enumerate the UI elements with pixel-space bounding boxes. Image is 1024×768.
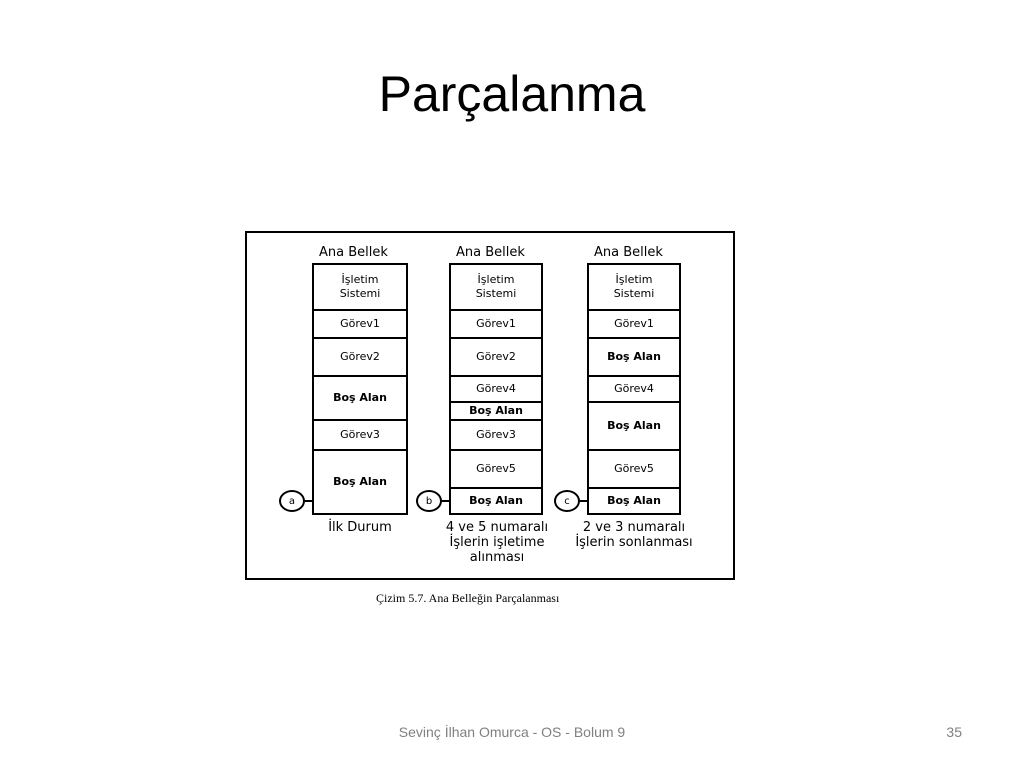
column-c-block: Görev1 [589,309,679,337]
column-c-block-label: Görev4 [614,382,654,395]
column-b-block: Görev3 [451,419,541,449]
column-b-block: Görev5 [451,449,541,487]
column-b-block: Görev2 [451,337,541,375]
column-a-block: Boş Alan [314,375,406,419]
column-c-header: Ana Bellek [594,245,663,260]
column-c-block: Görev5 [589,449,679,487]
column-c-block-label: Boş Alan [607,494,661,507]
column-b-marker-line [442,500,450,502]
column-b-block: Görev4 [451,375,541,401]
column-b-block-label: Görev4 [476,382,516,395]
column-c-block-label: Boş Alan [607,419,661,432]
column-a-block-label: Boş Alan [333,391,387,404]
column-a-block: Görev2 [314,337,406,375]
column-c-marker-line [580,500,588,502]
column-a-block-label: Görev1 [340,317,380,330]
slide-title: Parçalanma [378,66,646,122]
column-c-block-label: Boş Alan [607,350,661,363]
column-c-block: Görev4 [589,375,679,401]
column-c-block-label: Görev5 [614,462,654,475]
column-b-block: Boş Alan [451,401,541,419]
column-b-caption: 4 ve 5 numaralı İşlerin işletime alınmas… [445,520,549,565]
column-c-block-label: Görev1 [614,317,654,330]
figure-frame: Ana Bellek İşletim Sistemi Görev1 Görev2… [245,231,735,580]
column-a-header: Ana Bellek [319,245,388,260]
column-a-marker-line [305,500,313,502]
page-number: 35 [946,724,962,740]
column-a-marker: a [279,490,305,512]
column-b-block-label: İşletim Sistemi [475,273,517,300]
column-b-block-label: Görev1 [476,317,516,330]
column-c-block: Boş Alan [589,337,679,375]
column-a-block-label: İşletim Sistemi [339,273,381,300]
column-c-memory-stack: İşletim Sistemi Görev1 Boş Alan Görev4 B… [587,263,681,515]
column-b-block: Boş Alan [451,487,541,513]
column-a-block: İşletim Sistemi [314,265,406,309]
slide-footer: Sevinç İlhan Omurca - OS - Bolum 9 [398,724,626,740]
column-b-marker: b [416,490,442,512]
column-c-caption: 2 ve 3 numaralı İşlerin sonlanması [575,520,693,550]
column-b-memory-stack: İşletim Sistemi Görev1 Görev2 Görev4 Boş… [449,263,543,515]
column-b-block-label: Görev2 [476,350,516,363]
column-c-block: İşletim Sistemi [589,265,679,309]
column-c-block: Boş Alan [589,487,679,513]
column-b-block: Görev1 [451,309,541,337]
column-b-block-label: Görev3 [476,428,516,441]
column-b-block: İşletim Sistemi [451,265,541,309]
column-a-block: Görev1 [314,309,406,337]
column-b-block-label: Boş Alan [469,494,523,507]
column-c-marker: c [554,490,580,512]
column-c-block: Boş Alan [589,401,679,449]
column-a-block-label: Görev3 [340,428,380,441]
column-b-header: Ana Bellek [456,245,525,260]
column-a-caption: İlk Durum [328,520,392,535]
figure-caption: Çizim 5.7. Ana Belleğin Parçalanması [376,591,560,605]
column-a-block-label: Boş Alan [333,475,387,488]
column-b-block-label: Boş Alan [469,404,523,417]
column-a-memory-stack: İşletim Sistemi Görev1 Görev2 Boş Alan G… [312,263,408,515]
column-b-block-label: Görev5 [476,462,516,475]
column-a-block-label: Görev2 [340,350,380,363]
column-a-block: Görev3 [314,419,406,449]
column-a-block: Boş Alan [314,449,406,513]
column-c-block-label: İşletim Sistemi [613,273,655,300]
